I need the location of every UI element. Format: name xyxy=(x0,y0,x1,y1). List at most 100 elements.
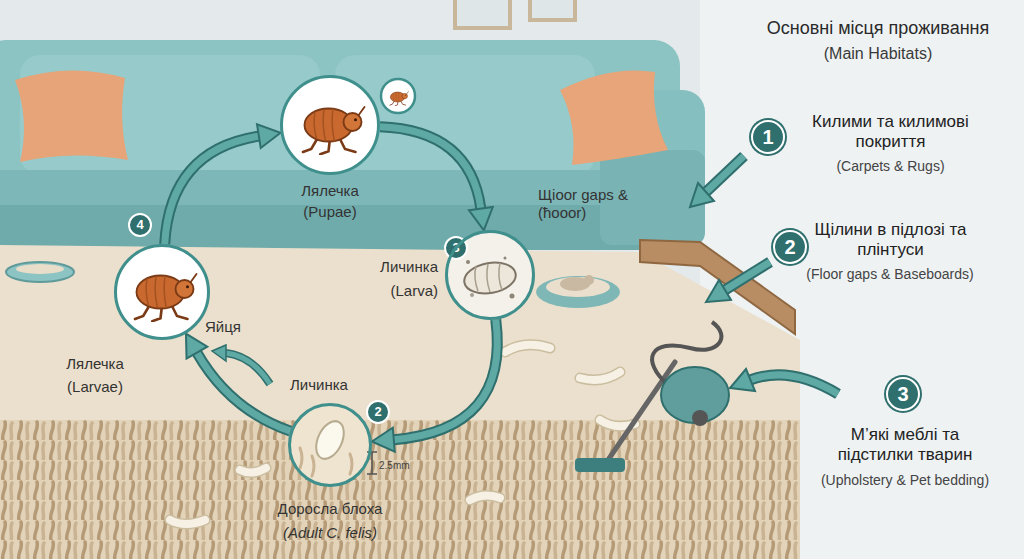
callout-number: 1 xyxy=(751,120,785,154)
habitat-translation: (Carpets & Rugs) xyxy=(783,158,998,175)
habitat-name: Щілини в підлозі та плінтуси xyxy=(808,220,973,261)
larva-figure-part xyxy=(475,263,502,292)
habitat-name: Килими та килимові покриття xyxy=(803,112,978,153)
larva-figure xyxy=(462,257,518,299)
scene-note: Щioor gaps & (ħooor) xyxy=(538,186,630,222)
flea-figures-part xyxy=(303,107,365,154)
cycle-arrow xyxy=(186,334,290,432)
flea-figures xyxy=(135,79,415,321)
stage-name: Лялечка xyxy=(35,355,155,373)
arrow-head xyxy=(372,428,395,452)
arrow-head xyxy=(469,207,493,230)
pet-bowl-part xyxy=(16,264,64,274)
baseboard-part xyxy=(640,240,795,334)
egg-arrow-part xyxy=(212,345,226,361)
egg-arrow-part xyxy=(226,353,270,384)
pointer-arrow xyxy=(690,156,744,207)
vacuum-cleaner-part xyxy=(575,458,625,472)
larva-figure-part xyxy=(462,259,518,298)
stage-name: Доросла блоха xyxy=(240,500,420,518)
stage-circle: Лялечка(Larvae) xyxy=(114,244,210,340)
callout-number: 3 xyxy=(886,377,920,411)
stage-circles-part xyxy=(281,76,379,174)
stage-circles xyxy=(115,76,534,486)
callout-number: 2 xyxy=(773,230,807,264)
stage-circle: Лялечка(Pupae) xyxy=(280,75,380,175)
carpet xyxy=(0,245,800,559)
baseboard xyxy=(640,240,795,334)
stage-number: 4 xyxy=(128,213,152,237)
pointer-arrow-part xyxy=(725,262,770,290)
stage-translation: (Adult C. felis) xyxy=(240,524,420,542)
habitat-translation: (Floor gaps & Baseboards) xyxy=(780,266,1000,283)
pointer-arrow-part xyxy=(750,375,838,394)
pet-bed xyxy=(536,275,620,308)
pointer-arrow-part xyxy=(706,280,731,302)
sofa-part xyxy=(15,70,128,162)
stage-circle: Личинка(Larva) xyxy=(445,230,535,320)
pet-bowl-part xyxy=(6,262,74,282)
cycle-arrow xyxy=(380,127,493,231)
stage-name: Личинка xyxy=(318,258,438,276)
stage-circle: Доросла блоха(Adult C. felis) xyxy=(288,403,372,487)
pointer-arrow-part xyxy=(706,156,744,192)
carpet-part xyxy=(0,245,800,559)
pet-bed-part xyxy=(546,277,610,297)
heading: Основні місця проживання xyxy=(728,18,1024,40)
pointer-arrow xyxy=(730,369,838,394)
cycle-arrow-body xyxy=(394,320,498,440)
stage-translation: (Pupae) xyxy=(240,203,420,221)
stage-number: 2 xyxy=(366,400,390,424)
cycle-arrow-body xyxy=(197,353,290,431)
vacuum-cleaner-part xyxy=(692,410,708,426)
egg-figure xyxy=(300,417,352,476)
pointer-arrow xyxy=(706,262,770,302)
cycle-arrow xyxy=(165,124,281,244)
cycle-arrow-outline xyxy=(165,136,259,244)
stage-note: Яйця xyxy=(205,318,241,336)
dimension-mark-part xyxy=(367,452,377,474)
sofa-part xyxy=(0,40,680,190)
flea-figures-part xyxy=(135,274,197,321)
cycle-arrow-outline xyxy=(394,320,498,440)
wall-part xyxy=(455,0,510,28)
larva-figure-part xyxy=(470,293,474,297)
larva-figure-part xyxy=(510,294,515,299)
wall-part xyxy=(530,0,575,20)
pointer-arrow-part xyxy=(706,156,744,192)
dimension-label: 2.5mm xyxy=(379,460,410,472)
egg-figure-part xyxy=(311,417,350,463)
pet-bed-part xyxy=(536,276,620,308)
pointer-arrow-part xyxy=(750,375,838,394)
habitat-translation: (Upholstery & Pet bedding) xyxy=(795,472,1015,489)
stage-translation: (Larvae) xyxy=(35,378,155,396)
vacuum-cleaner-part xyxy=(608,362,675,460)
cycle-arrow-body xyxy=(380,127,481,209)
pet-bowl xyxy=(6,262,74,282)
flea-figures-part xyxy=(381,79,415,113)
dimension-mark xyxy=(367,452,377,474)
cycle-arrow-body xyxy=(165,136,259,244)
pointer-arrow-part xyxy=(730,369,755,391)
arrow-head xyxy=(257,124,281,148)
egg-arrow-part xyxy=(226,353,270,384)
pointer-arrow-part xyxy=(690,183,714,207)
arrow-head xyxy=(186,334,207,359)
cycle-arrow xyxy=(372,320,497,452)
cycle-arrow-outline xyxy=(197,353,290,431)
stage-circles-part xyxy=(115,245,209,339)
cycle-arrow-outline xyxy=(380,127,481,209)
stage-name: Лялечка xyxy=(240,182,420,200)
habitat-name: М’які меблі та підстилки тварин xyxy=(820,425,990,466)
sofa-part xyxy=(560,70,668,165)
sofa xyxy=(0,40,705,268)
flea-figures-part xyxy=(390,92,408,106)
heading-translation: (Main Habitats) xyxy=(728,44,1024,63)
larva-figure-part xyxy=(466,260,470,264)
pointer-arrow-part xyxy=(725,262,770,290)
stage-circles-part xyxy=(289,404,371,486)
pet-bed-part xyxy=(584,275,594,285)
stage-translation: (Larva) xyxy=(318,282,438,300)
